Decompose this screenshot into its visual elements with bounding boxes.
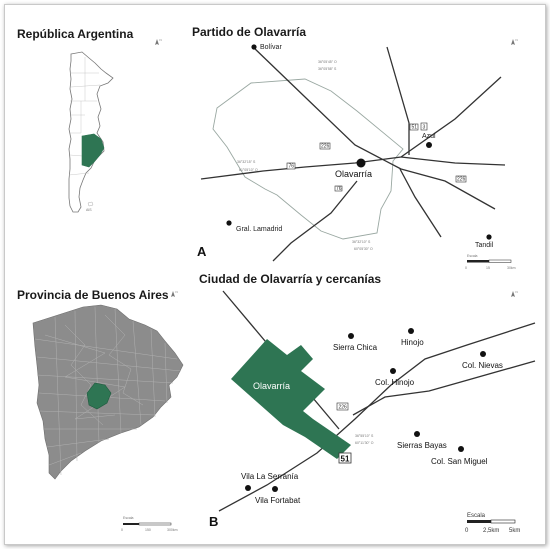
- islands-label: AIS: [86, 208, 92, 212]
- coord-label: 61°05'10" O: [239, 168, 258, 172]
- place-label-col-san-miguel: Col. San Miguel: [431, 457, 488, 466]
- svg-text:Escala: Escala: [467, 254, 478, 258]
- place-marker: [245, 485, 251, 491]
- panel-partido-olavarria: Partido de Olavarría N 226 51 3 226 76 7…: [192, 25, 518, 270]
- north-arrow-icon: N: [155, 38, 162, 45]
- svg-text:76: 76: [336, 186, 342, 192]
- place-label-azul: Azul: [422, 133, 436, 140]
- svg-text:2,5km: 2,5km: [483, 528, 499, 534]
- partido-boundary: [212, 78, 404, 240]
- coord-label: 60°05'30" O: [354, 247, 373, 251]
- place-label-vila-serrania: Vila La Serranía: [241, 472, 299, 481]
- place-marker: [480, 351, 486, 357]
- place-marker: [414, 431, 420, 437]
- svg-text:N: N: [160, 38, 162, 42]
- scale-bar-province: Escala 0 150 300km: [121, 516, 178, 532]
- panel-ciudad: Ciudad de Olavarría y cercanías N Olavar…: [199, 272, 536, 534]
- partido-borders: [34, 306, 182, 476]
- svg-text:N: N: [176, 290, 178, 294]
- place-marker-olavarria: [356, 158, 366, 168]
- islands-outline: [87, 201, 94, 207]
- route-shield: 3: [420, 122, 428, 131]
- north-arrow-icon: N: [511, 38, 518, 45]
- svg-text:3: 3: [423, 125, 426, 131]
- coord-label: 36°05'45" O: [318, 60, 337, 64]
- place-marker: [348, 333, 354, 339]
- place-label-sierra-chica: Sierra Chica: [333, 343, 378, 352]
- city-label: Olavarría: [253, 381, 290, 391]
- road-branch: [352, 360, 536, 416]
- svg-text:300km: 300km: [167, 528, 178, 532]
- place-marker: [226, 220, 232, 226]
- panel-argentina: República Argentina N AIS: [17, 27, 162, 213]
- panel-letter-a: A: [197, 244, 207, 259]
- svg-text:51: 51: [412, 125, 418, 131]
- svg-text:5km: 5km: [509, 528, 520, 534]
- place-marker: [426, 142, 432, 148]
- buenos-aires-title: Provincia de Buenos Aires: [17, 288, 169, 302]
- place-marker: [390, 368, 396, 374]
- svg-text:226: 226: [339, 405, 348, 411]
- route-shield: 51: [409, 123, 419, 131]
- place-label-hinojo: Hinojo: [401, 338, 424, 347]
- place-marker: [251, 44, 257, 50]
- route-shield: 76: [286, 162, 296, 170]
- route-shield: 76: [334, 185, 343, 192]
- svg-text:Escala: Escala: [467, 513, 486, 519]
- place-label-col-hinojo: Col. Hinojo: [375, 378, 415, 387]
- place-marker: [408, 328, 414, 334]
- ciudad-title: Ciudad de Olavarría y cercanías: [199, 272, 381, 286]
- city-olavarria: [231, 339, 351, 459]
- svg-text:150: 150: [145, 528, 151, 532]
- north-arrow-icon: N: [171, 290, 178, 297]
- svg-text:N: N: [516, 290, 518, 294]
- svg-text:76: 76: [289, 164, 295, 170]
- svg-text:0: 0: [465, 266, 467, 270]
- place-label-olavarria: Olavarría: [335, 169, 372, 179]
- map-figure: República Argentina N AIS Partido de Ola…: [17, 25, 536, 534]
- coord-label: 36°32'15" S: [237, 160, 256, 164]
- route-shield: 51: [338, 452, 352, 464]
- place-label-col-nievas: Col. Nievas: [462, 361, 503, 370]
- place-marker: [272, 486, 278, 492]
- svg-text:15: 15: [486, 266, 490, 270]
- svg-text:51: 51: [341, 455, 350, 464]
- place-marker: [458, 446, 464, 452]
- coord-label: 60°11'30" O: [355, 441, 374, 445]
- svg-text:30km: 30km: [507, 266, 516, 270]
- argentina-title: República Argentina: [17, 27, 134, 41]
- svg-text:0: 0: [121, 528, 123, 532]
- coord-label: 36°55'10" S: [355, 434, 374, 438]
- partido-roads: [200, 46, 506, 262]
- place-label-sierras-bayas: Sierras Bayas: [397, 441, 447, 450]
- place-label-vila-fortabat: Vila Fortabat: [255, 496, 301, 505]
- panel-letter-b: B: [209, 514, 218, 529]
- route-shield: 226: [455, 175, 467, 183]
- coord-label: 36°32'10" S: [352, 240, 371, 244]
- place-marker: [486, 234, 492, 240]
- olavarria-highlight: [86, 382, 112, 410]
- buenos-aires-highlight: [81, 133, 105, 168]
- svg-text:226: 226: [321, 144, 330, 150]
- place-label-bolivar: Bolívar: [260, 44, 282, 51]
- place-label-lamadrid: Gral. Lamadrid: [236, 226, 282, 233]
- panel-buenos-aires: Provincia de Buenos Aires N Escala 0 150…: [17, 288, 184, 532]
- map-figure-frame: República Argentina N AIS Partido de Ola…: [4, 4, 546, 545]
- road-51: [218, 322, 536, 512]
- partido-title: Partido de Olavarría: [192, 25, 306, 39]
- place-label-tandil: Tandil: [475, 242, 494, 249]
- svg-text:N: N: [516, 38, 518, 42]
- scale-bar-ciudad: Escala 0 2,5km 5km: [465, 513, 520, 534]
- route-shield: 226: [319, 142, 331, 150]
- argentina-outline: [68, 51, 114, 213]
- route-shield: 226: [336, 402, 349, 411]
- coord-label: 36°05'58" S: [318, 67, 337, 71]
- scale-bar-partido: Escala 0 15 30km: [465, 254, 516, 270]
- svg-text:0: 0: [465, 528, 469, 534]
- svg-text:226: 226: [457, 177, 466, 183]
- svg-text:Escala: Escala: [123, 516, 134, 520]
- north-arrow-icon: N: [511, 290, 518, 297]
